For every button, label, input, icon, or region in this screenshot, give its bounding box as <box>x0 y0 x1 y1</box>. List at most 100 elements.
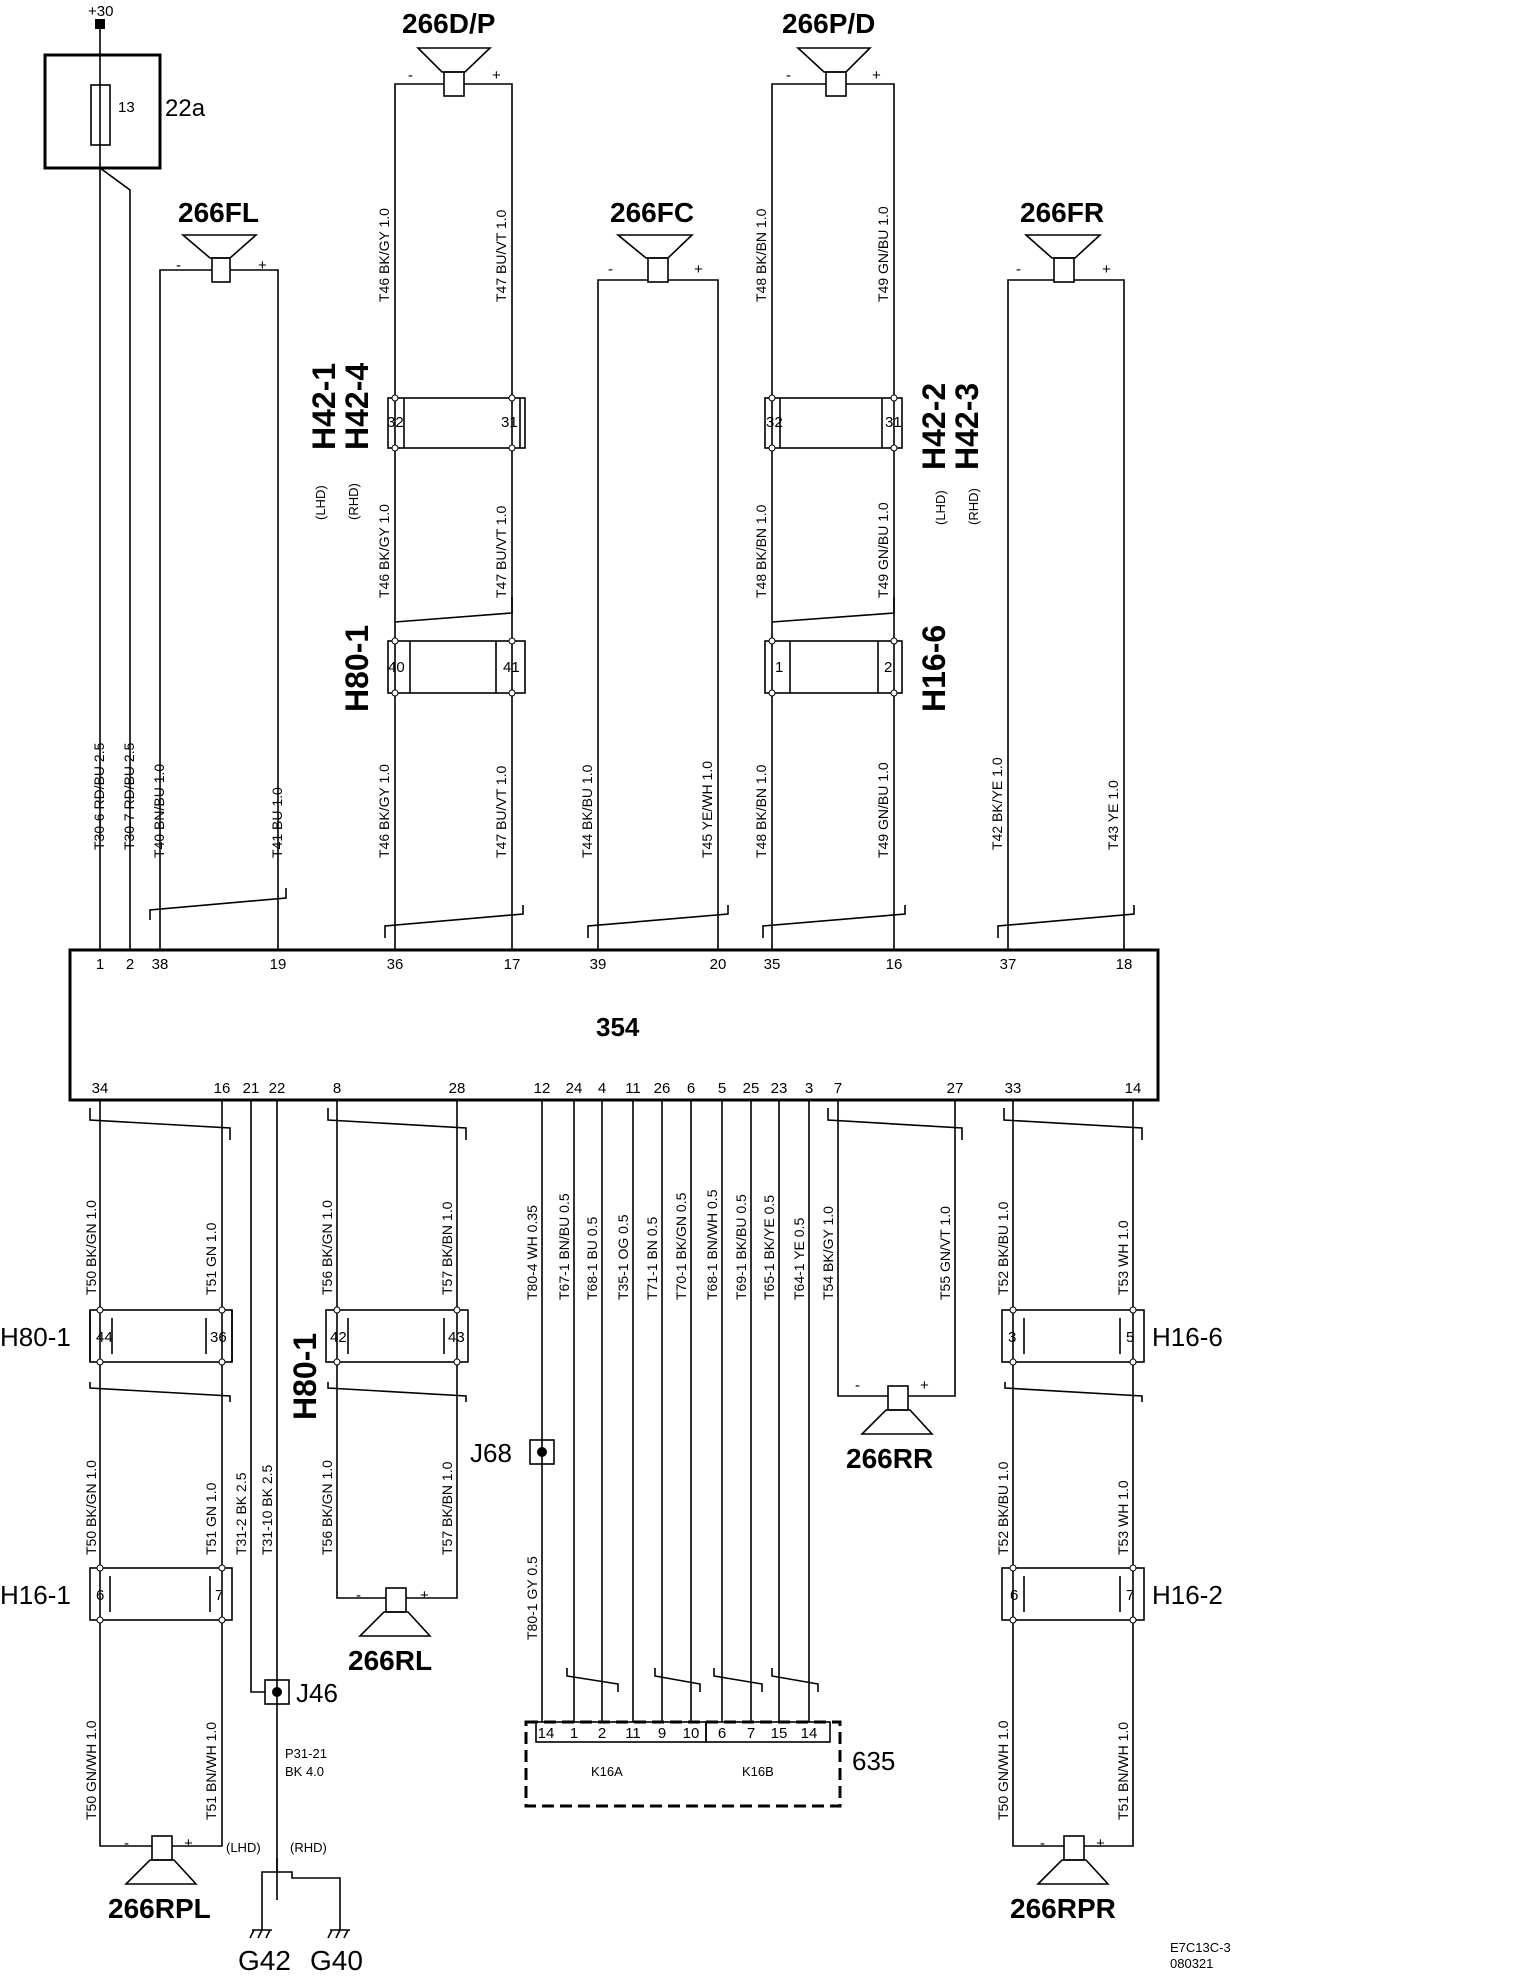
wire-label: T49 GN/BU 1.0 <box>875 206 891 302</box>
wire-label: T50 GN/WH 1.0 <box>83 1720 99 1820</box>
connector-h42-right: 32 31 H42-2 H42-3 (LHD) (RHD) <box>764 383 985 525</box>
speaker-label: 266D/P <box>402 8 495 39</box>
wire-label: T48 BK/BN 1.0 <box>753 764 769 858</box>
pin-label: 1 <box>775 659 783 676</box>
module-pin-label: 36 <box>387 956 404 973</box>
module-pin-label: 2 <box>598 1725 606 1742</box>
wire-label: T64-1 YE 0.5 <box>791 1218 807 1300</box>
variant-note: (RHD) <box>966 488 981 525</box>
wire-label: T70-1 BK/GN 0.5 <box>673 1192 689 1300</box>
twisted-pair-markers-top <box>149 888 1135 938</box>
wire-label: T31-2 BK 2.5 <box>233 1472 249 1555</box>
connector-name: H42-4 <box>339 363 375 450</box>
speaker-plus: + <box>258 257 267 274</box>
drawing-code-line: 080321 <box>1170 1956 1213 1971</box>
connector-name: H16-1 <box>0 1580 71 1610</box>
svg-text:+: + <box>184 1835 193 1852</box>
pin-label: 2 <box>884 659 892 676</box>
speaker-label: 266FC <box>610 197 694 228</box>
wire-label: T30-7 RD/BU 2.5 <box>121 742 137 850</box>
speaker-label: 266RPR <box>1010 1893 1116 1924</box>
wire-label: T71-1 BN 0.5 <box>644 1217 660 1300</box>
ground-g40: G40 <box>310 1945 363 1976</box>
module-pin-label: 5 <box>718 1080 726 1097</box>
wire-label: T56 BK/GN 1.0 <box>319 1200 335 1295</box>
module-pin-label: 11 <box>625 1725 641 1742</box>
speaker-266RPL: - + 266RPL <box>99 1835 223 1924</box>
wire-label: T54 BK/GY 1.0 <box>820 1206 836 1300</box>
wire-label: T65-1 BK/YE 0.5 <box>761 1195 777 1300</box>
connector-h16-1: 6 7 H16-1 <box>0 1564 233 1624</box>
module-pin-label: 12 <box>534 1080 551 1097</box>
speaker-minus: - <box>408 67 413 84</box>
wire-label: T57 BK/BN 1.0 <box>439 1201 455 1295</box>
speaker-266P-D: 266P/D - + <box>771 8 895 950</box>
wire-label: T46 BK/GY 1.0 <box>376 504 392 598</box>
speaker-minus: - <box>608 261 613 278</box>
drawing-code-line: E7C13C-3 <box>1170 1940 1231 1955</box>
connector-name: J68 <box>470 1438 512 1468</box>
speaker-label: 266P/D <box>782 8 875 39</box>
speaker-266RR: - + 266RR <box>837 1377 956 1474</box>
wire-label: T53 WH 1.0 <box>1115 1220 1131 1295</box>
connector-name: H80-1 <box>0 1322 71 1352</box>
splice-j68: J68 <box>470 1438 555 1468</box>
module-pin-label: 24 <box>566 1080 583 1097</box>
speaker-label: 266RPL <box>108 1893 211 1924</box>
module-pin-label: 39 <box>590 956 607 973</box>
module-pin-label: 10 <box>683 1725 700 1742</box>
wire-labels-top: T30-6 RD/BU 2.5 T30-7 RD/BU 2.5 T40 BN/B… <box>91 206 1121 858</box>
variant-note: (LHD) <box>933 490 948 525</box>
wire-labels-lower: T50 BK/GN 1.0 T51 GN 1.0 T50 BK/GN 1.0 T… <box>83 1189 1131 1820</box>
variant-note: (RHD) <box>346 483 361 520</box>
module-pin-label: 14 <box>538 1725 555 1742</box>
speaker-label: 266FR <box>1020 197 1104 228</box>
connector-name: H16-6 <box>916 625 952 712</box>
wire-label: T41 BU 1.0 <box>269 787 285 858</box>
pin-label: 43 <box>448 1329 465 1346</box>
svg-text:-: - <box>1040 1835 1045 1852</box>
module-pin-label: 27 <box>947 1080 964 1097</box>
svg-text:+: + <box>1096 1835 1105 1852</box>
module-pin-label: 17 <box>504 956 521 973</box>
module-pin-label: 7 <box>747 1725 755 1742</box>
speaker-minus: - <box>1016 261 1021 278</box>
connector-name: H42-3 <box>949 383 985 470</box>
module-pin-label: 26 <box>654 1080 671 1097</box>
module-pin-label: 8 <box>333 1080 341 1097</box>
svg-text:+: + <box>920 1377 929 1394</box>
wire-label: T53 WH 1.0 <box>1115 1480 1131 1555</box>
module-pin-label: 28 <box>449 1080 466 1097</box>
wire-label: T40 BN/BU 1.0 <box>151 764 167 858</box>
speaker-plus: + <box>872 67 881 84</box>
connector-h80-1-lower-left: 44 36 H80-1 <box>0 1306 233 1366</box>
wire-label: T47 BU/VT 1.0 <box>493 209 509 302</box>
wire-label: T68-1 BU 0.5 <box>584 1217 600 1300</box>
connector-h42-left: 32 31 H42-1 H42-4 (LHD) (RHD) <box>306 363 526 520</box>
module-label: 354 <box>596 1012 640 1042</box>
drawing-code: E7C13C-3 080321 <box>1170 1940 1231 1971</box>
speaker-266FR: 266FR - + <box>1007 197 1125 950</box>
wire-label: T80-1 GY 0.5 <box>524 1556 540 1640</box>
wire-label: T50 BK/GN 1.0 <box>83 1460 99 1555</box>
speaker-266FL: 266FL - + <box>159 197 279 950</box>
wire-label: T46 BK/GY 1.0 <box>376 764 392 858</box>
wire-label: T30-6 RD/BU 2.5 <box>91 742 107 850</box>
wire-label: T49 GN/BU 1.0 <box>875 502 891 598</box>
svg-text:-: - <box>124 1835 129 1852</box>
speaker-plus: + <box>1102 261 1111 278</box>
wire-label: T69-1 BK/BU 0.5 <box>733 1194 749 1300</box>
module-pin-label: 9 <box>658 1725 666 1742</box>
module-pin-label: 11 <box>625 1080 641 1097</box>
module-pin-label: 4 <box>598 1080 606 1097</box>
supply-fuse-22a: +30 13 22a <box>43 3 206 950</box>
module-pin-label: 3 <box>805 1080 813 1097</box>
connector-h16-6-top: 1 2 H16-6 <box>764 597 952 712</box>
module-pin-label: 14 <box>801 1725 818 1742</box>
speaker-label: 266FL <box>178 197 259 228</box>
speaker-plus: + <box>694 261 703 278</box>
speaker-266D-P: 266D/P - + <box>394 8 513 950</box>
module-pin-label: 33 <box>1005 1080 1022 1097</box>
fuse-box <box>43 53 162 170</box>
